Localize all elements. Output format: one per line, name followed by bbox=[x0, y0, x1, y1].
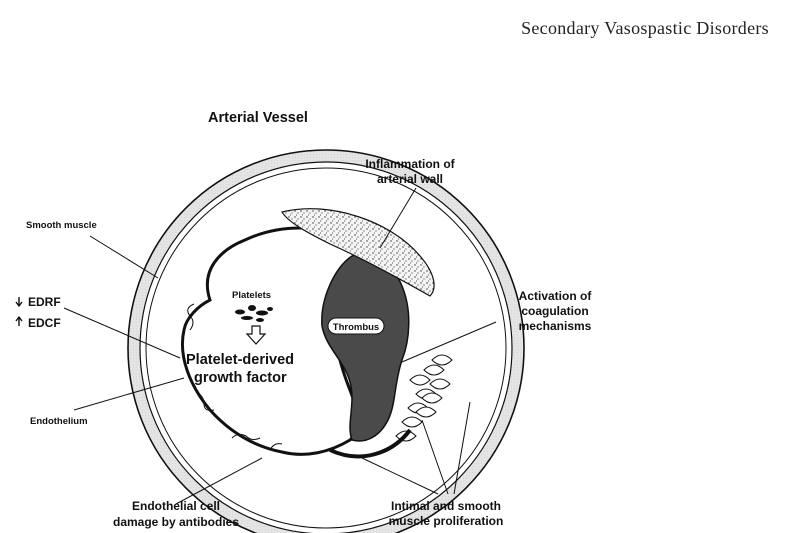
inflammation-label-line1: Inflammation of bbox=[365, 157, 455, 171]
proliferation-label-line2: muscle proliferation bbox=[389, 514, 504, 528]
smooth-muscle-leader bbox=[90, 236, 158, 278]
edrf-down-arrow-icon bbox=[16, 297, 22, 306]
endothelial-damage-label-line1: Endothelial cell bbox=[132, 499, 220, 513]
edcf-label: EDCF bbox=[28, 316, 61, 330]
figure-title: Arterial Vessel bbox=[208, 110, 308, 126]
platelets-label: Platelets bbox=[232, 290, 271, 301]
pdgf-label-line2: growth factor bbox=[194, 370, 287, 386]
activation-label-line1: Activation of bbox=[519, 289, 593, 303]
thrombus-label: Thrombus bbox=[333, 322, 379, 333]
smooth-muscle-label: Smooth muscle bbox=[26, 220, 97, 231]
inflammation-label-line2: arterial wall bbox=[377, 172, 443, 186]
proliferation-label-line1: Intimal and smooth bbox=[391, 499, 501, 513]
pdgf-label-line1: Platelet-derived bbox=[186, 352, 294, 368]
edrf-label: EDRF bbox=[28, 295, 61, 309]
edcf-up-arrow-icon bbox=[16, 317, 22, 326]
endothelial-damage-label-line2: damage by antibodies bbox=[113, 515, 239, 529]
activation-label-line3: mechanisms bbox=[519, 319, 592, 333]
activation-label-line2: coagulation bbox=[521, 304, 588, 318]
endothelium-label: Endothelium bbox=[30, 416, 88, 427]
